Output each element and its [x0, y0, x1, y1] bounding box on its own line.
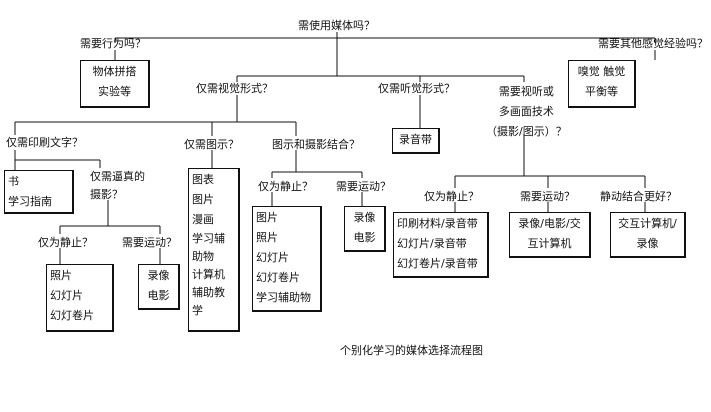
node-other-senses: 需要其他感觉经验吗？ — [598, 37, 708, 50]
box-charts-line-2: 图片 — [192, 193, 214, 206]
node-audiovisual-line-1: 需要视听或 — [498, 85, 554, 98]
box-images-b-line-5: 学习辅助物 — [256, 291, 311, 304]
node-still-c: 仅为静止？ — [424, 190, 479, 203]
box-photos-a-line-2: 幻灯片 — [50, 289, 83, 302]
box-charts-line-1: 图表 — [192, 173, 214, 186]
box-interactive-line-1: 交互计算机/ — [618, 217, 677, 230]
box-charts-line-5: 计算机辅助教学 — [192, 268, 225, 317]
box-video-computer: 录像/电影/交 互计算机 — [509, 212, 591, 258]
node-motion-c: 需要运动？ — [520, 190, 575, 203]
node-still-a: 仅为静止？ — [38, 236, 93, 249]
node-realistic-photo-line-1: 仅需逼真的 — [90, 170, 145, 183]
box-print-audio: 印刷材料/录音带 幻灯片/录音带 幻灯卷片/录音带 — [393, 212, 489, 278]
node-audiovisual-line-3: （摄影/图示）？ — [486, 125, 567, 138]
box-print-audio-line-2: 幻灯片/录音带 — [397, 237, 467, 250]
box-video-computer-line-1: 录像/电影/交 — [518, 217, 581, 230]
box-charts-line-4: 学习辅助物 — [192, 232, 225, 263]
node-visual-only: 仅需视觉形式？ — [196, 82, 273, 95]
box-charts: 图表 图片 漫画 学习辅助物 计算机辅助教学 — [188, 168, 240, 332]
box-video-a: 录像 电影 — [138, 264, 180, 310]
node-need-behavior: 需要行为吗？ — [80, 37, 146, 50]
node-motion-b: 需要运动？ — [336, 180, 391, 193]
node-diagram-only: 仅需图示？ — [184, 138, 239, 151]
box-print-audio-line-3: 幻灯卷片/录音带 — [397, 257, 478, 270]
box-senses-line-2: 平衡等 — [585, 85, 618, 98]
box-tape-line-1: 录音带 — [399, 133, 432, 146]
box-photos-a-line-3: 幻灯卷片 — [50, 309, 94, 322]
box-interactive-line-2: 录像 — [636, 237, 659, 250]
node-diagram-photo: 图示和摄影结合？ — [272, 138, 360, 151]
box-physical-line-2: 实验等 — [98, 85, 131, 98]
box-book-line-1: 书 — [8, 175, 19, 188]
box-video-a-line-2: 电影 — [147, 289, 170, 302]
box-physical-line-1: 物体拼搭 — [92, 65, 137, 78]
box-senses: 嗅觉 触觉 平衡等 — [568, 60, 636, 108]
box-interactive: 交互计算机/ 录像 — [610, 212, 686, 258]
node-audiovisual: 需要视听或 多画面技术 （摄影/图示）？ — [486, 82, 567, 142]
box-charts-line-3: 漫画 — [192, 213, 214, 226]
box-tape: 录音带 — [392, 128, 440, 154]
box-images-b: 图片 照片 幻灯片 幻灯卷片 学习辅助物 — [252, 206, 322, 312]
box-book: 书 学习指南 — [4, 170, 74, 214]
node-still-motion: 静动结合更好？ — [600, 190, 677, 203]
box-photos-a-line-1: 照片 — [50, 269, 72, 282]
box-photos-a: 照片 幻灯片 幻灯卷片 — [46, 264, 114, 332]
node-realistic-photo: 仅需逼真的 摄影？ — [90, 168, 145, 204]
node-audio-only: 仅需听觉形式？ — [378, 82, 455, 95]
box-video-computer-line-2: 互计算机 — [527, 237, 572, 250]
box-print-audio-line-1: 印刷材料/录音带 — [397, 217, 478, 230]
box-senses-line-1: 嗅觉 触觉 — [577, 65, 626, 78]
box-video-b-line-1: 录像 — [353, 211, 376, 224]
node-audiovisual-line-2: 多画面技术 — [498, 105, 554, 118]
box-images-b-line-1: 图片 — [256, 211, 278, 224]
box-images-b-line-4: 幻灯卷片 — [256, 271, 300, 284]
box-physical: 物体拼搭 实验等 — [80, 60, 150, 108]
node-motion-a: 需要运动？ — [122, 236, 177, 249]
node-still-b: 仅为静止？ — [258, 180, 313, 193]
node-realistic-photo-line-2: 摄影？ — [90, 188, 123, 201]
box-images-b-line-3: 幻灯片 — [256, 251, 289, 264]
box-images-b-line-2: 照片 — [256, 231, 278, 244]
box-video-b-line-2: 电影 — [353, 231, 376, 244]
root-question: 需使用媒体吗？ — [298, 19, 375, 32]
diagram-caption: 个别化学习的媒体选择流程图 — [340, 344, 483, 357]
box-video-a-line-1: 录像 — [147, 269, 170, 282]
box-book-line-2: 学习指南 — [8, 195, 52, 208]
node-print-text: 仅需印刷文字？ — [6, 136, 83, 149]
box-video-b: 录像 电影 — [344, 206, 386, 252]
